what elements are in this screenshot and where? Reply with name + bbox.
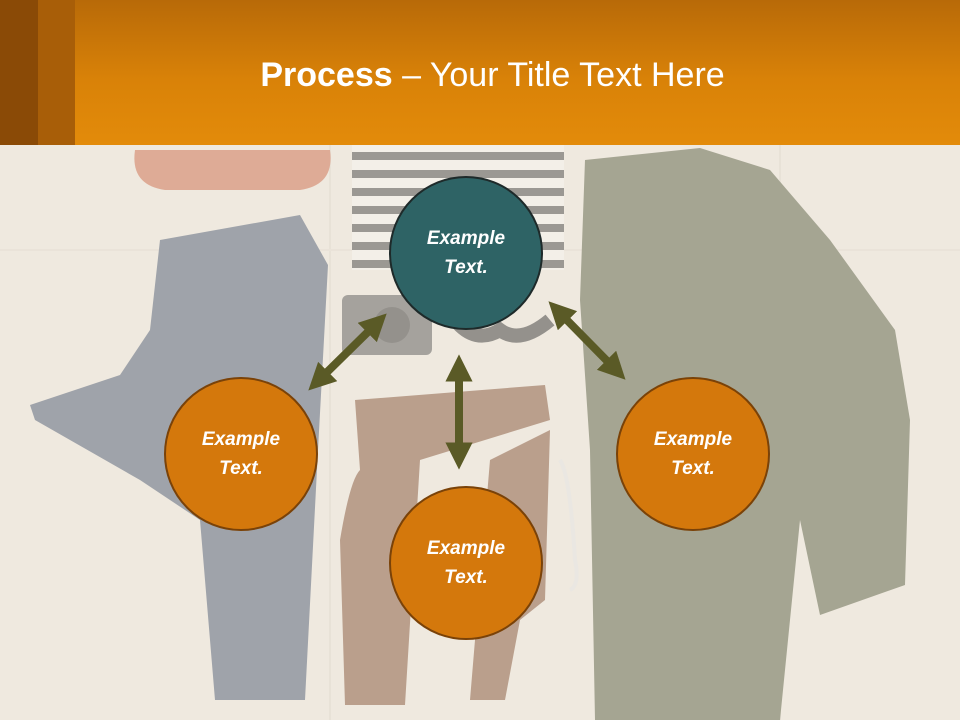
center-node[interactable]: Example Text.: [389, 176, 543, 330]
header-accent-mid: [38, 0, 75, 145]
outer-node-label: Example Text.: [201, 429, 281, 479]
outer-node-label: Example Text.: [426, 538, 506, 588]
header-accent-dark: [0, 0, 38, 145]
slide-title[interactable]: Process – Your Title Text Here: [0, 52, 960, 98]
outer-node-label: Example Text.: [653, 429, 733, 479]
double-arrow-icon: [548, 301, 626, 380]
slide-title-bold: Process: [260, 56, 393, 94]
double-arrow-icon: [308, 313, 387, 391]
slide-title-rest: – Your Title Text Here: [392, 56, 725, 94]
header-band: Process – Your Title Text Here: [0, 0, 960, 145]
outer-node-bottom[interactable]: Example Text.: [389, 486, 543, 640]
outer-node-right[interactable]: Example Text.: [616, 377, 770, 531]
center-node-label: Example Text.: [426, 228, 506, 278]
outer-node-left[interactable]: Example Text.: [164, 377, 318, 531]
